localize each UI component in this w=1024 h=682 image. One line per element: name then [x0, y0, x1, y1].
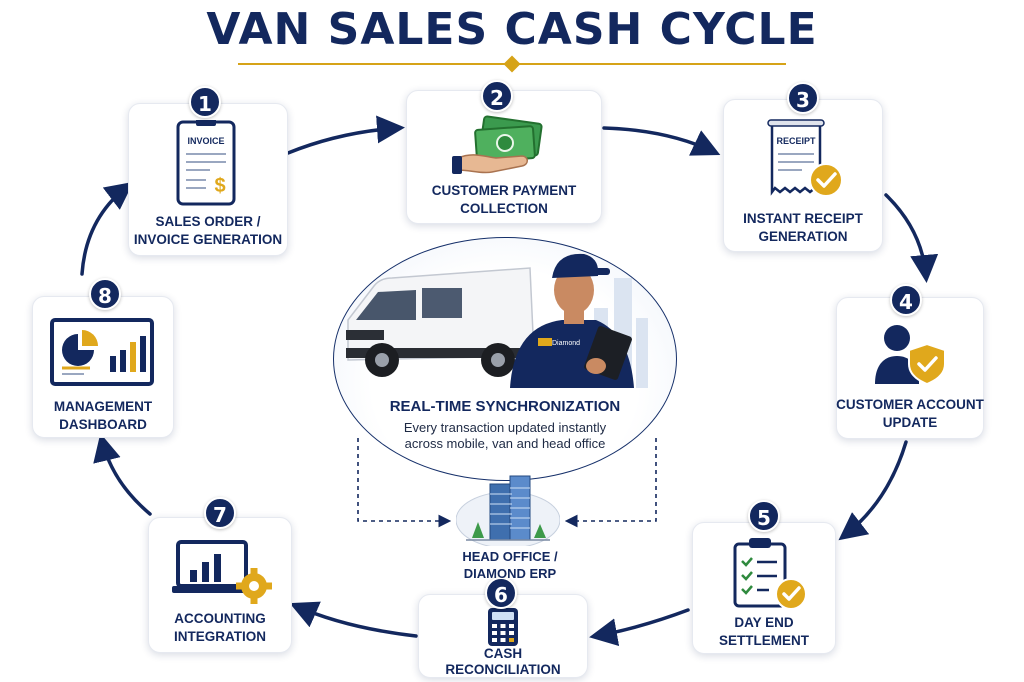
- step-number-badge: 2: [481, 80, 513, 112]
- sync-description: Every transaction updated instantly acro…: [403, 420, 607, 451]
- arrow-8-to-1: [80, 181, 134, 276]
- arrow-7-to-8: [93, 433, 152, 516]
- receipt-icon: RECEIPT: [766, 118, 846, 209]
- calculator-icon: [487, 607, 519, 652]
- svg-text:INVOICE: INVOICE: [187, 136, 224, 146]
- svg-text:Diamond: Diamond: [552, 340, 580, 347]
- cash-in-hand-icon: [452, 112, 552, 183]
- delivery-van-icon: [346, 267, 536, 377]
- driver-with-tablet-icon: Diamond: [510, 253, 634, 388]
- step-number-badge: 1: [189, 86, 221, 118]
- svg-text:RECEIPT: RECEIPT: [776, 136, 816, 146]
- checklist-clipboard-icon: [733, 538, 809, 615]
- invoice-icon: INVOICE $: [176, 118, 236, 211]
- page-title: VAN SALES CASH CYCLE: [206, 4, 818, 55]
- arrow-2-to-3: [602, 126, 721, 156]
- step-number-badge: 3: [787, 82, 819, 114]
- step-number-badge: 7: [204, 497, 236, 529]
- sync-hub-oval: Diamond: [333, 237, 677, 481]
- step-number-badge: 4: [890, 284, 922, 316]
- sync-connector-right: [564, 438, 657, 528]
- laptop-chart-gear-icon: [172, 540, 272, 611]
- arrow-1-to-2: [286, 115, 405, 155]
- van-and-driver-illustration: Diamond: [346, 253, 648, 388]
- step-number-badge: 8: [89, 278, 121, 310]
- arrow-6-to-7: [289, 601, 418, 638]
- head-office-building-icon: [455, 470, 561, 551]
- hq-label: HEAD OFFICE /DIAMOND ERP: [462, 549, 558, 581]
- step-label-sales-order: SALES ORDER /INVOICE GENERATION: [133, 214, 283, 247]
- step-number-badge: 6: [485, 577, 517, 609]
- sync-connector-left: [357, 438, 452, 528]
- arrow-3-to-4: [884, 193, 939, 283]
- arrow-4-to-5: [838, 440, 908, 541]
- svg-text:$: $: [214, 175, 225, 197]
- user-shield-icon: [873, 322, 949, 391]
- step-number-badge: 5: [748, 500, 780, 532]
- sync-title: REAL-TIME SYNCHRONIZATION: [389, 398, 621, 415]
- dashboard-monitor-icon: [50, 318, 154, 393]
- arrow-5-to-6: [589, 608, 690, 647]
